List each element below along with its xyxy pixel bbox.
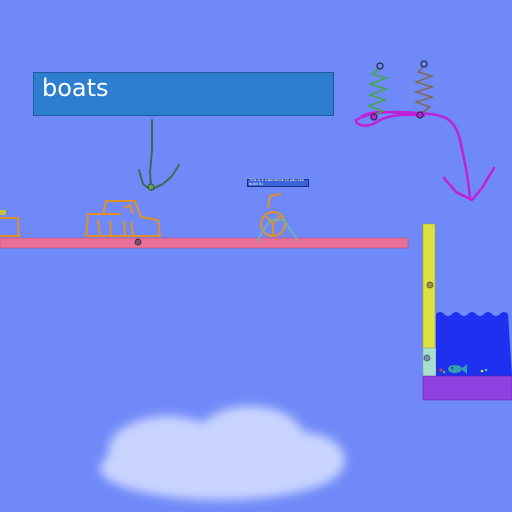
sign-banner[interactable] <box>247 179 309 187</box>
orange-boat-drawing[interactable] <box>85 200 161 237</box>
pivot-icon[interactable] <box>134 238 142 246</box>
pivot-icon[interactable] <box>147 183 155 191</box>
pool-floor[interactable] <box>422 375 512 401</box>
water <box>436 312 512 376</box>
wheel-stand <box>256 219 299 242</box>
pivot-icon[interactable] <box>370 113 378 121</box>
cloud-icon <box>100 406 345 500</box>
sea-plant-icon <box>439 368 488 374</box>
pivot-icon[interactable] <box>423 354 431 362</box>
drawn-shape-left[interactable] <box>0 217 21 237</box>
pivot-icon[interactable] <box>376 62 384 70</box>
small-block[interactable] <box>0 210 6 215</box>
sign-text: This is a submarine (if you can build it… <box>249 178 305 186</box>
pivot-icon[interactable] <box>420 60 428 68</box>
title-banner[interactable] <box>33 72 334 116</box>
spring-icon[interactable] <box>366 65 435 117</box>
green-arrow-drawing[interactable] <box>138 119 180 191</box>
wheel-icon[interactable] <box>260 193 286 237</box>
pivot-icon[interactable] <box>416 111 424 119</box>
fish-icon[interactable] <box>448 364 467 374</box>
page-title: boats <box>42 74 109 102</box>
platform[interactable] <box>0 237 409 249</box>
pivot-icon[interactable] <box>426 281 434 289</box>
arrow-icon[interactable] <box>354 110 496 202</box>
